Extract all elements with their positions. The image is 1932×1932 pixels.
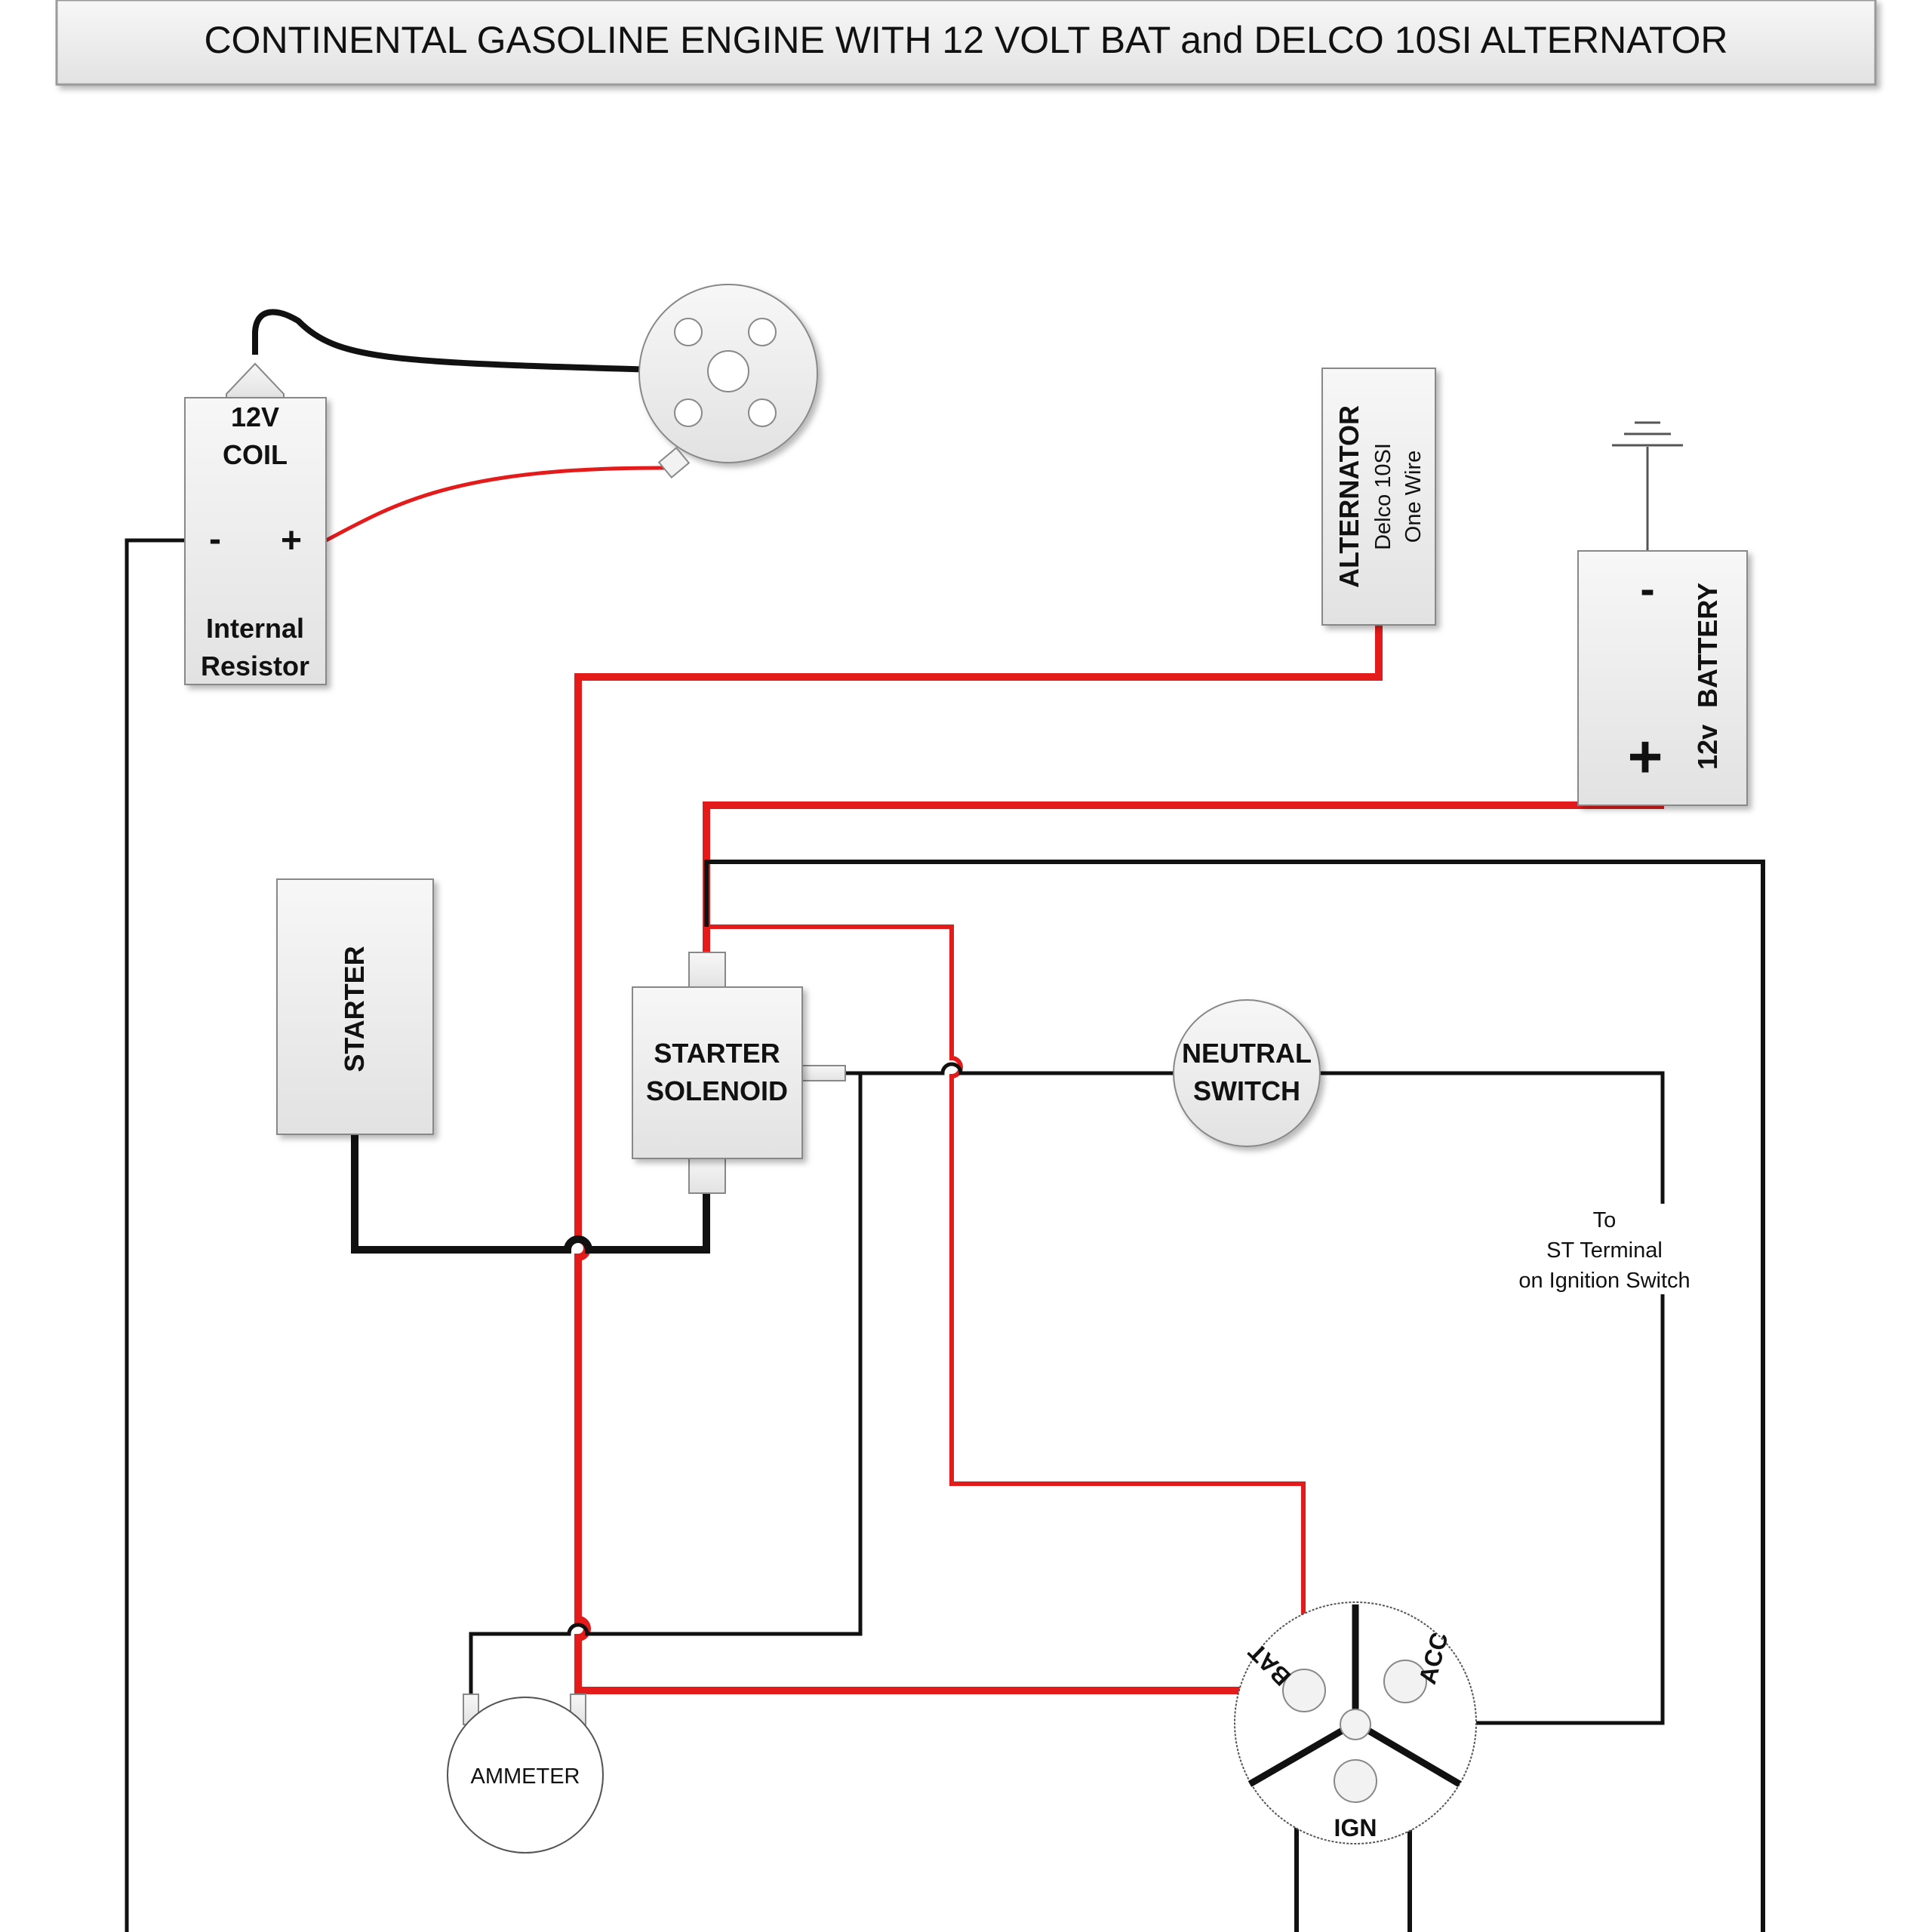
coil-label-line2: COIL: [223, 439, 288, 470]
page-title: CONTINENTAL GASOLINE ENGINE WITH 12 VOLT…: [204, 19, 1727, 61]
starter-solenoid: STARTER SOLENOID: [632, 952, 846, 1194]
distributor: [638, 284, 818, 479]
coil-minus-wire: [125, 538, 185, 1932]
battery-positive-wire: [703, 801, 1664, 952]
st-terminal-note: To ST Terminal on Ignition Switch: [1518, 1208, 1690, 1293]
coil-note-line1: Internal: [206, 613, 304, 644]
alternator-name: ALTERNATOR: [1334, 405, 1364, 588]
ammeter: AMMETER: [447, 1694, 604, 1854]
ignition-switch: BAT ACC IGN: [1234, 1601, 1477, 1844]
solenoid-motor-terminal: [688, 1156, 726, 1194]
coil-plus-wire: [325, 466, 672, 543]
solenoid-label-line1: STARTER: [654, 1038, 780, 1069]
solenoid-to-ammeter-wire: [469, 1073, 863, 1694]
battery-plus-terminal: +: [1628, 723, 1663, 790]
ammeter-label: AMMETER: [471, 1764, 580, 1789]
title-banner: CONTINENTAL GASOLINE ENGINE WITH 12 VOLT…: [55, 0, 1877, 86]
coil-note-line2: Resistor: [201, 651, 309, 681]
distributor-center-terminal: [707, 350, 749, 392]
solenoid-s-terminal: [801, 1065, 846, 1081]
neutral-switch-label-line1: NEUTRAL: [1182, 1038, 1312, 1069]
solenoid-to-neutral-wire: [845, 1062, 1174, 1075]
ground-frame-wire: [704, 860, 1765, 1932]
ignition-bat-terminal: [1282, 1669, 1326, 1712]
ground-icon: [1612, 421, 1683, 551]
starter-label: STARTER: [339, 946, 370, 1072]
ignition-center-terminal: [1340, 1709, 1371, 1740]
alternator-model: Delco 10SI: [1371, 443, 1395, 550]
ignition-coil: 12V COIL - + Internal Resistor: [184, 362, 327, 685]
battery-minus-terminal: -: [1640, 565, 1654, 614]
starter-cable: [351, 1134, 710, 1254]
neutral-switch: NEUTRAL SWITCH: [1173, 999, 1321, 1147]
coil-plus-terminal: +: [281, 521, 302, 561]
distributor-primary-terminal: [657, 446, 691, 479]
alternator: ALTERNATOR Delco 10SI One Wire: [1321, 368, 1436, 626]
battery: - + BATTERY 12v: [1577, 550, 1748, 806]
battery-name: BATTERY: [1692, 583, 1723, 708]
note-line1: To: [1593, 1208, 1617, 1232]
coil-label-line1: 12V: [231, 401, 279, 432]
alternator-type: One Wire: [1401, 451, 1426, 543]
ignition-ign-label: IGN: [1334, 1814, 1377, 1841]
note-line2: ST Terminal: [1546, 1238, 1663, 1263]
battery-voltage: 12v: [1692, 724, 1723, 770]
solenoid-label-line2: SOLENOID: [646, 1075, 788, 1106]
coil-to-distributor-wire: [252, 309, 710, 374]
ignition-acc-terminal: [1383, 1660, 1427, 1703]
neutral-switch-label-line2: SWITCH: [1193, 1075, 1300, 1106]
solenoid-battery-terminal: [688, 952, 726, 989]
note-line3: on Ignition Switch: [1518, 1269, 1690, 1293]
ignition-ign-terminal: [1334, 1759, 1377, 1803]
neutral-to-st-wire: [1319, 1071, 1665, 1204]
starter-motor: STARTER: [276, 878, 434, 1135]
coil-minus-terminal: -: [209, 519, 221, 559]
